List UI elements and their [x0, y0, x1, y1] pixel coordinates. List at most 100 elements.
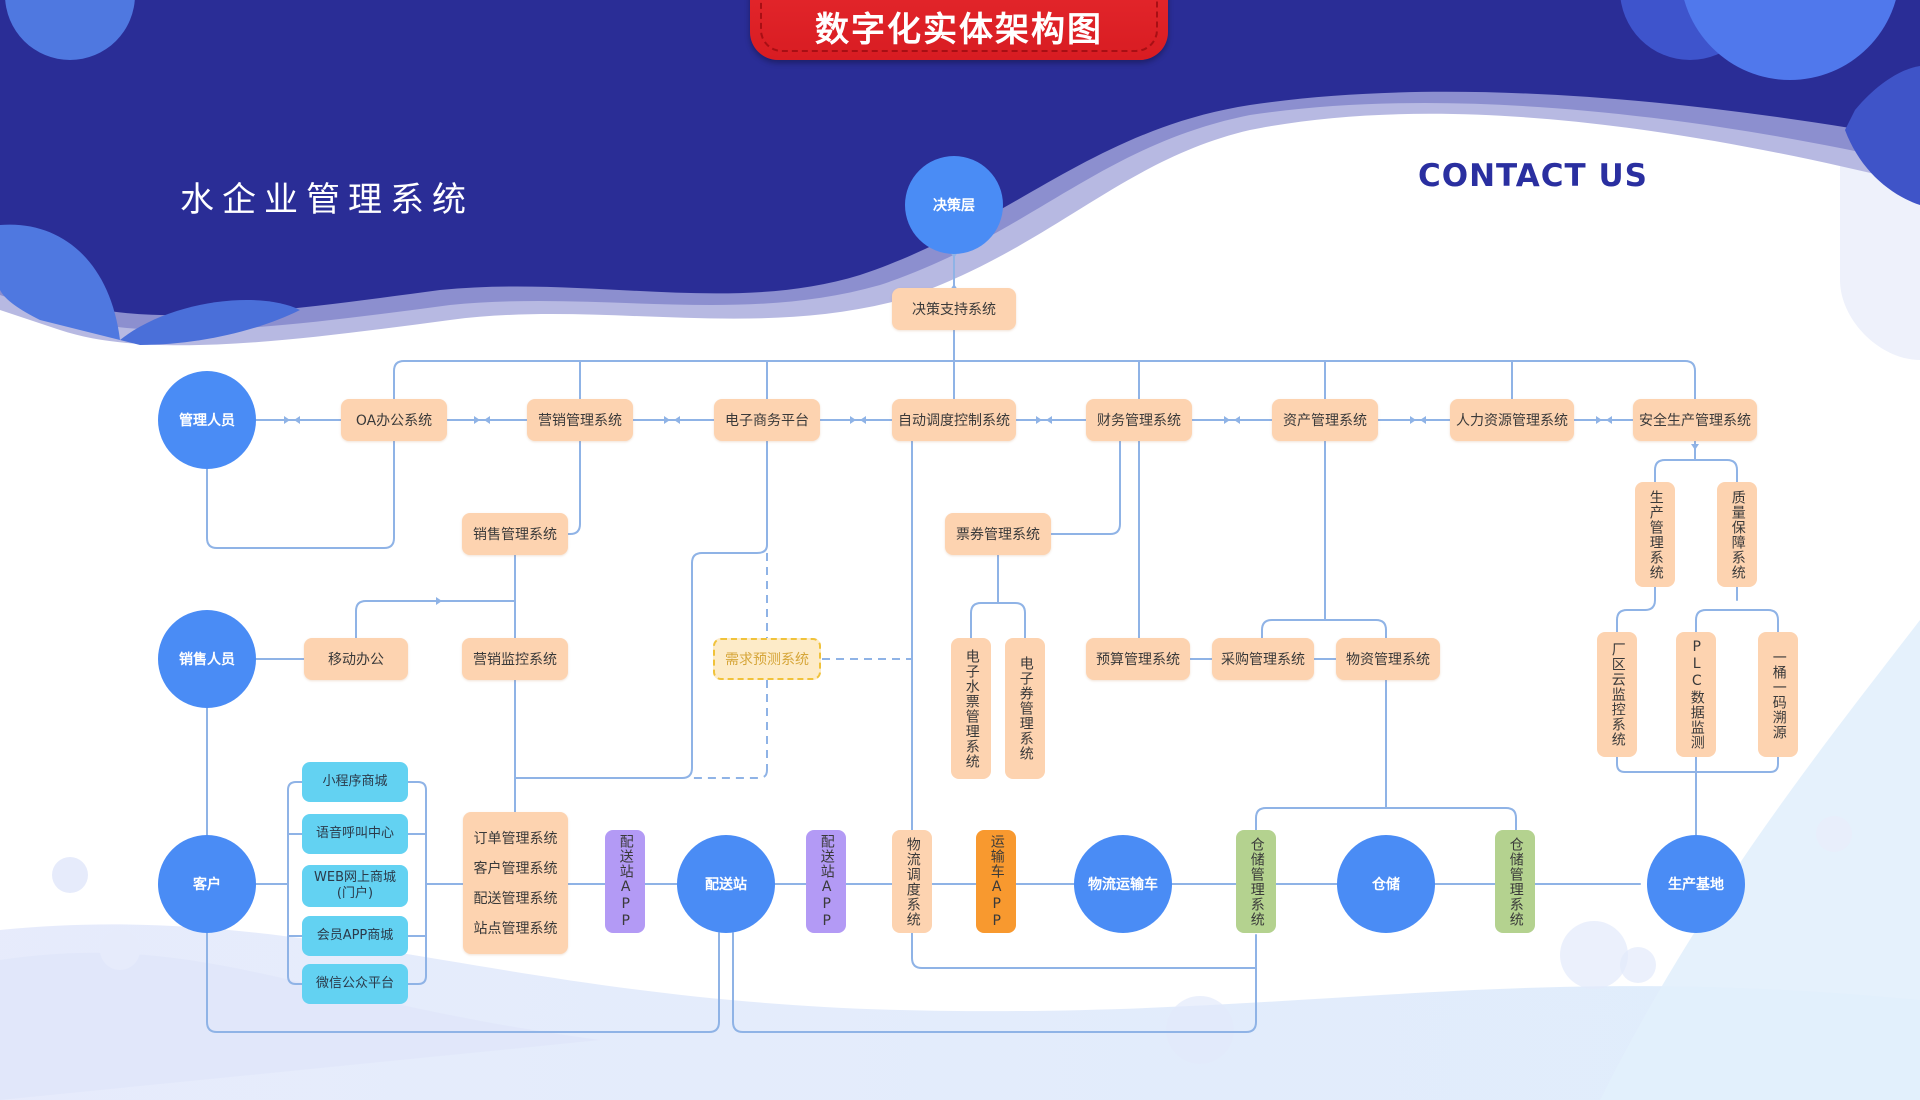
system-oa[interactable]: OA办公系统 [341, 399, 447, 441]
system-auto-dispatch[interactable]: 自动调度控制系统 [892, 399, 1016, 441]
app-label: 配送站APP [818, 833, 835, 930]
channel-call-center[interactable]: 语音呼叫中心 [302, 814, 408, 854]
actor-decision-layer[interactable]: 决策层 [905, 156, 1003, 254]
system-label: 财务管理系统 [1097, 413, 1181, 429]
system-label: 电子券管理系统 [1017, 656, 1034, 761]
order-system-label: 客户管理系统 [473, 861, 558, 877]
system-label: 质量保障系统 [1729, 489, 1746, 580]
system-e-water-ticket[interactable]: 电子水票管理系统 [951, 638, 991, 779]
actor-production-base[interactable]: 生产基地 [1647, 835, 1745, 933]
top-bus [393, 360, 1696, 400]
system-label: OA办公系统 [355, 413, 433, 429]
actor-managers[interactable]: 管理人员 [158, 371, 256, 469]
actor-label: 销售人员 [179, 652, 235, 668]
system-label: 预算管理系统 [1096, 652, 1180, 668]
system-label: 安全生产管理系统 [1639, 413, 1751, 429]
app-label: 配送站APP [617, 833, 634, 930]
system-decision-support[interactable]: 决策支持系统 [892, 288, 1016, 330]
deco-circle [5, 0, 135, 60]
actor-warehouse[interactable]: 仓储 [1337, 835, 1435, 933]
system-label: 票券管理系统 [956, 527, 1040, 543]
actor-label: 物流运输车 [1088, 877, 1158, 893]
system-production-mgmt[interactable]: 生产管理系统 [1635, 482, 1675, 587]
system-label: PLC数据监测 [1688, 639, 1705, 750]
system-plc-monitor[interactable]: PLC数据监测 [1676, 632, 1716, 757]
system-label: 营销管理系统 [538, 413, 622, 429]
system-label: 销售管理系统 [473, 527, 557, 543]
actor-label: 仓储 [1372, 877, 1400, 893]
system-traceability[interactable]: 一桶一码溯源 [1758, 632, 1798, 757]
system-label: 人力资源管理系统 [1456, 413, 1568, 429]
system-procurement[interactable]: 采购管理系统 [1212, 638, 1314, 680]
system-label: 电子商务平台 [725, 413, 809, 429]
system-logistics-dispatch[interactable]: 物流调度系统 [892, 830, 932, 933]
system-e-coupon[interactable]: 电子券管理系统 [1005, 638, 1045, 779]
system-ecommerce[interactable]: 电子商务平台 [714, 399, 820, 441]
system-marketing-monitor[interactable]: 营销监控系统 [462, 638, 568, 680]
system-label: 厂区云监控系统 [1609, 642, 1626, 747]
system-label: 营销监控系统 [473, 652, 557, 668]
actor-label: 决策层 [933, 198, 975, 214]
channel-label: 小程序商城 [322, 774, 388, 790]
system-label: 仓储管理系统 [1248, 836, 1265, 927]
system-assets[interactable]: 资产管理系统 [1272, 399, 1378, 441]
channel-wechat[interactable]: 微信公众平台 [302, 964, 408, 1004]
system-label: 物资管理系统 [1346, 652, 1430, 668]
channel-label: 语音呼叫中心 [315, 826, 394, 842]
system-plant-cloud-monitor[interactable]: 厂区云监控系统 [1597, 632, 1637, 757]
system-ticket-mgmt[interactable]: 票券管理系统 [945, 513, 1051, 555]
bottom-wave [0, 924, 1920, 1100]
channel-member-app[interactable]: 会员APP商城 [302, 916, 408, 956]
actor-logistics-truck[interactable]: 物流运输车 [1074, 835, 1172, 933]
system-safety-production[interactable]: 安全生产管理系统 [1633, 399, 1757, 441]
channel-label: 会员APP商城 [316, 928, 394, 944]
actor-delivery-station[interactable]: 配送站 [677, 835, 775, 933]
app-truck[interactable]: 运输车APP [976, 830, 1016, 933]
system-hr[interactable]: 人力资源管理系统 [1450, 399, 1574, 441]
app-delivery-station-1[interactable]: 配送站APP [605, 830, 645, 933]
actor-customer[interactable]: 客户 [158, 835, 256, 933]
system-sales-mgmt[interactable]: 销售管理系统 [462, 513, 568, 555]
system-label: 需求预测系统 [725, 652, 809, 668]
page-title: 数字化实体架构图 [815, 10, 1103, 50]
actor-sales-staff[interactable]: 销售人员 [158, 610, 256, 708]
app-delivery-station-2[interactable]: 配送站APP [806, 830, 846, 933]
banner-stitch [760, 0, 1158, 52]
system-budget[interactable]: 预算管理系统 [1086, 638, 1190, 680]
channel-label: WEB网上商城 (门户) [314, 870, 396, 901]
actor-label: 管理人员 [179, 413, 235, 429]
system-marketing[interactable]: 营销管理系统 [527, 399, 633, 441]
order-system-group[interactable]: 订单管理系统 客户管理系统 配送管理系统 站点管理系统 [463, 812, 568, 954]
actor-label: 客户 [193, 877, 221, 893]
system-label: 电子水票管理系统 [963, 648, 980, 769]
actor-label: 配送站 [705, 877, 747, 893]
system-label: 采购管理系统 [1221, 652, 1305, 668]
system-label: 一桶一码溯源 [1770, 649, 1787, 740]
system-label: 资产管理系统 [1283, 413, 1367, 429]
system-materials[interactable]: 物资管理系统 [1336, 638, 1440, 680]
channel-mini-program[interactable]: 小程序商城 [302, 762, 408, 802]
system-mobile-office[interactable]: 移动办公 [304, 638, 408, 680]
actor-label: 生产基地 [1668, 877, 1724, 893]
order-system-label: 站点管理系统 [473, 921, 558, 937]
system-label: 移动办公 [328, 652, 384, 668]
system-label: 自动调度控制系统 [898, 413, 1010, 429]
system-label: 仓储管理系统 [1507, 836, 1524, 927]
system-label: 生产管理系统 [1647, 489, 1664, 580]
system-label: 决策支持系统 [912, 302, 996, 318]
order-system-label: 配送管理系统 [473, 891, 558, 907]
system-demand-forecast[interactable]: 需求预测系统 [713, 638, 821, 680]
system-warehouse-mgmt-1[interactable]: 仓储管理系统 [1236, 830, 1276, 933]
channel-label: 微信公众平台 [315, 976, 394, 992]
contact-us-link[interactable]: CONTACT US [1418, 158, 1648, 194]
title-banner: 数字化实体架构图 [750, 0, 1168, 60]
page-subtitle: 水企业管理系统 [180, 180, 474, 220]
system-quality-assurance[interactable]: 质量保障系统 [1717, 482, 1757, 587]
order-system-label: 订单管理系统 [473, 831, 558, 847]
system-finance[interactable]: 财务管理系统 [1086, 399, 1192, 441]
system-label: 物流调度系统 [904, 836, 921, 927]
system-warehouse-mgmt-2[interactable]: 仓储管理系统 [1495, 830, 1535, 933]
channel-web-store[interactable]: WEB网上商城 (门户) [302, 865, 408, 907]
app-label: 运输车APP [988, 833, 1005, 930]
